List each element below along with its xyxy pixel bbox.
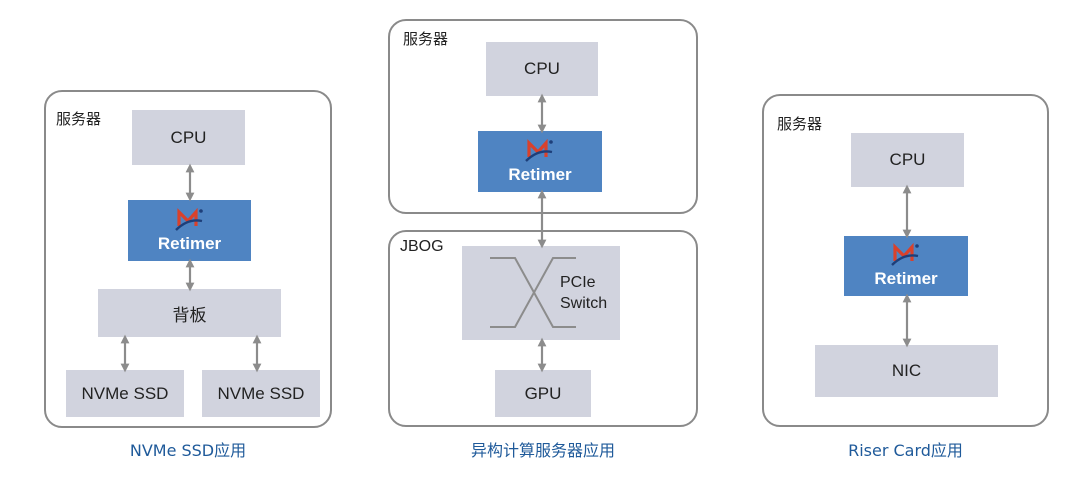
caption-nvme: NVMe SSD应用 <box>129 441 247 460</box>
frame-label-server: 服务器 <box>403 30 449 48</box>
cpu-box: CPU <box>132 110 245 165</box>
caption-hetero: 异构计算服务器应用 <box>470 441 615 460</box>
caption-riser: Riser Card应用 <box>848 441 963 460</box>
montage-logo-icon <box>174 207 203 231</box>
retimer-box: Retimer <box>478 131 602 192</box>
frame-label-server: 服务器 <box>777 115 823 133</box>
nvme-ssd-left: NVMe SSD <box>66 370 184 417</box>
montage-logo-icon <box>525 138 553 162</box>
retimer-label: Retimer <box>874 269 938 288</box>
backplane-box: 背板 <box>98 289 281 337</box>
montage-logo-icon <box>891 243 919 266</box>
switch-line1: PCIe <box>560 274 596 291</box>
cpu-box: CPU <box>486 42 598 96</box>
cpu-box: CPU <box>851 133 964 187</box>
retimer-box: Retimer <box>844 236 968 296</box>
retimer-box: Retimer <box>128 200 251 261</box>
switch-line2: Switch <box>560 295 608 312</box>
pcie-switch-label: PCIe Switch <box>560 272 607 314</box>
retimer-label: Retimer <box>508 164 572 184</box>
gpu-box: GPU <box>495 370 591 417</box>
frame-label-server: 服务器 <box>56 110 102 128</box>
frame-label-jbog: JBOG <box>400 238 444 255</box>
nvme-ssd-right: NVMe SSD <box>202 370 320 417</box>
nic-box: NIC <box>815 345 998 397</box>
retimer-label: Retimer <box>157 233 222 253</box>
